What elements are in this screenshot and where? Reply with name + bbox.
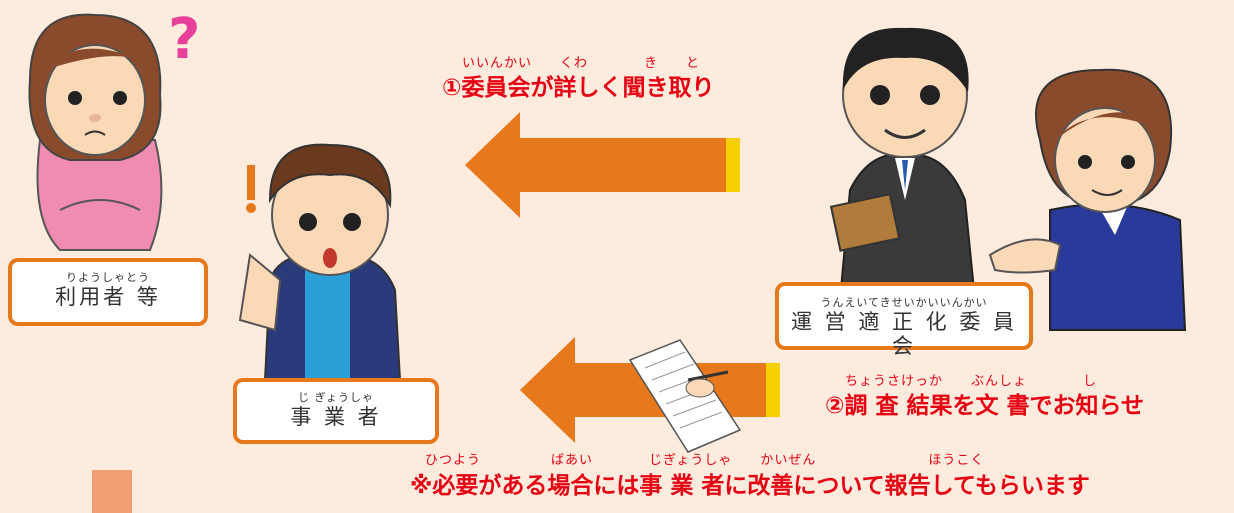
user-label-text: 利用者 等 [55, 285, 161, 309]
partial-icon [92, 470, 132, 513]
user-figure: ? [28, 7, 200, 251]
svg-text:?: ? [168, 7, 200, 72]
committee-woman-figure [988, 68, 1187, 331]
arrow-left-upper [465, 112, 740, 218]
note-ruby: ひつよう ばあい じぎょうしゃ かいぜん ほうこく [425, 453, 985, 468]
committee-label-text: 運 営 適 正 化 委 員 会 [790, 310, 1018, 358]
committee-label-ruby: うんえいてきせいかいいんかい [820, 296, 988, 309]
step2-ruby: ちょうさけっか ぶんしょ し [845, 374, 1098, 389]
step1-ruby: いいんかい くわ き と [462, 56, 701, 71]
step2-heading: ②調 査 結果を文 書でお知らせ [825, 393, 1145, 419]
committee-label: うんえいてきせいかいいんかい 運 営 適 正 化 委 員 会 [775, 282, 1033, 358]
business-figure [238, 143, 402, 381]
committee-man-figure [829, 27, 977, 301]
business-label-text: 事 業 者 [290, 405, 382, 429]
note-text: ※必要がある場合には事 業 者に改善について報告してもらいます [410, 473, 1090, 499]
business-label-ruby: じ ぎょうしゃ [298, 391, 374, 404]
user-label-ruby: りようしゃとう [66, 271, 150, 284]
document-icon [628, 339, 742, 453]
user-label: りようしゃとう 利用者 等 [8, 258, 208, 326]
step1-heading: ①委員会が詳しく聞き取り [442, 75, 715, 101]
business-label: じ ぎょうしゃ 事 業 者 [233, 378, 439, 444]
